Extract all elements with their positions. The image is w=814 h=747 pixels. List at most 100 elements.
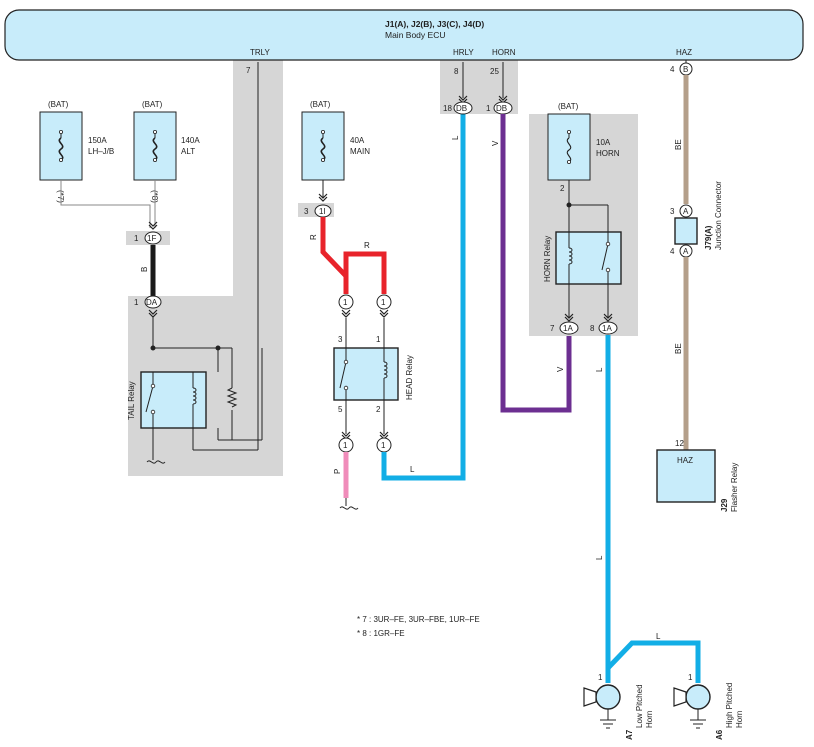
horn-high-code: A6 — [715, 729, 724, 740]
connector-db1-pin: 1 — [486, 104, 491, 113]
junction-conn-top: A — [683, 207, 689, 216]
fuse-main: (BAT) 40A MAIN — [301, 100, 370, 181]
fuse-horn-source: (BAT) — [558, 102, 579, 111]
note-8: * 8 : 1GR–FE — [357, 629, 405, 638]
horn-low: 1 A7 Low Pitched Horn — [583, 673, 654, 740]
tail-relay-wiring — [146, 62, 263, 464]
wire-label-l-hrly: L — [451, 135, 460, 140]
junction-pin3: 3 — [670, 207, 675, 216]
note-7: * 7 : 3UR–FE, 3UR–FBE, 1UR–FE — [357, 615, 480, 624]
fuse-main-name: MAIN — [350, 147, 370, 156]
fuse-horn-pin: 2 — [560, 184, 565, 193]
fuse-horn-name: HORN — [596, 149, 620, 158]
main-body-ecu: J1(A), J2(B), J3(C), J4(D) Main Body ECU… — [4, 9, 804, 61]
wire-label-l-head: L — [410, 465, 415, 474]
connector-db-18: 18 DB — [443, 101, 473, 115]
head-relay-connectors-bottom: 1 1 — [338, 431, 392, 453]
horn-pin-num: 25 — [490, 67, 499, 76]
fuse-alt: (BAT) 140A ALT (*8) — [133, 100, 200, 203]
connector-da-pin: 1 — [134, 298, 139, 307]
wire-label-l-horn: L — [595, 367, 604, 372]
tail-relay: TAIL Relay — [127, 348, 238, 429]
wire-label-v-horn: V — [491, 140, 500, 146]
horn-low-name1: Low Pitched — [635, 684, 644, 728]
wire-label-l-horn2: L — [595, 555, 604, 560]
fuse-alt-amps: 140A — [181, 136, 200, 145]
haz-connector-code: B — [683, 65, 688, 74]
haz-pin-num: 4 — [670, 65, 675, 74]
footnotes: * 7 : 3UR–FE, 3UR–FBE, 1UR–FE * 8 : 1GR–… — [357, 615, 480, 638]
fuse-lhjb-source: (BAT) — [48, 100, 69, 109]
connector-1f: 1 1F — [134, 231, 162, 245]
trly-pin-num: 7 — [246, 66, 251, 75]
horn-relay-label: HORN Relay — [543, 236, 552, 282]
junction-code: J79(A) — [704, 225, 713, 250]
fuse-alt-source: (BAT) — [142, 100, 163, 109]
junction-name: Junction Connector — [714, 181, 723, 250]
fuse-main-amps: 40A — [350, 136, 365, 145]
wire-label-be1: BE — [674, 139, 683, 150]
connector-1f-code: 1F — [147, 234, 156, 243]
connector-1a7-code: 1A — [563, 324, 573, 333]
flasher-code: J29 — [720, 498, 729, 512]
hrly-pin-num: 8 — [454, 67, 459, 76]
connector-1i-pin: 3 — [304, 207, 309, 216]
ecu-subtitle: Main Body ECU — [385, 30, 445, 40]
ecu-pin-haz: HAZ — [676, 48, 692, 57]
head-top-left-code: 1 — [343, 298, 348, 307]
connector-db18-code: DB — [456, 104, 467, 113]
head-relay-pin3: 3 — [338, 335, 343, 344]
connector-1a7-pin: 7 — [550, 324, 555, 333]
horn-high-name1: High Pitched — [725, 683, 734, 728]
connector-da-code: DA — [146, 298, 158, 307]
flasher-relay: 12 HAZ J29 Flasher Relay — [656, 439, 739, 512]
head-relay-pin2: 2 — [376, 405, 381, 414]
junction-connector: 3 A A 4 J79(A) Junction Connector — [670, 181, 723, 258]
flasher-pin: 12 — [675, 439, 684, 448]
horn-high: 1 A6 High Pitched Horn — [673, 673, 744, 740]
fuse-lhjb-name: LH–J/B — [88, 147, 114, 156]
connector-db-1: 1 DB — [486, 101, 513, 115]
junction-pin4: 4 — [670, 247, 675, 256]
fuse-lhjb-amps: 150A — [88, 136, 107, 145]
connector-db18-pin: 18 — [443, 104, 452, 113]
fuse-lhjb: (BAT) 150A LH–J/B (*7) — [39, 100, 114, 203]
horn-low-code: A7 — [625, 729, 634, 740]
wire-label-b: B — [140, 267, 149, 272]
connector-1a-8: 8 1A — [590, 321, 618, 335]
wire-label-p: P — [333, 469, 342, 474]
head-top-right-code: 1 — [381, 298, 386, 307]
connector-1a8-pin: 8 — [590, 324, 595, 333]
horn-high-pin: 1 — [688, 673, 693, 682]
fuse-horn: (BAT) 10A HORN 2 — [547, 102, 620, 193]
fuse-horn-amps: 10A — [596, 138, 611, 147]
head-bottom-right-code: 1 — [381, 441, 386, 450]
flasher-name: Flasher Relay — [730, 463, 739, 512]
head-relay: 3 1 5 2 HEAD Relay — [333, 335, 414, 414]
ecu-pin-hrly: HRLY — [453, 48, 474, 57]
connector-1i-code: 1I — [319, 207, 326, 216]
ecu-pin-horn: HORN — [492, 48, 516, 57]
ecu-title: J1(A), J2(B), J3(C), J4(D) — [385, 19, 484, 29]
haz-connector-b: B — [679, 62, 693, 76]
wire-label-r2: R — [364, 241, 370, 250]
connector-da: 1 DA — [134, 295, 162, 318]
connector-db1-code: DB — [496, 104, 507, 113]
connector-1a-7: 7 1A — [550, 321, 579, 335]
connector-1a8-code: 1A — [602, 324, 612, 333]
head-relay-pin1: 1 — [376, 335, 381, 344]
connector-1f-pin: 1 — [134, 234, 139, 243]
connector-1i: 3 1I — [304, 204, 332, 218]
wire-label-v-lower: V — [556, 366, 565, 372]
ecu-pin-trly: TRLY — [250, 48, 271, 57]
head-relay-label: HEAD Relay — [405, 355, 414, 400]
fuse-alt-name: ALT — [181, 147, 195, 156]
horn-high-name2: Horn — [735, 711, 744, 728]
wire-label-r1: R — [309, 234, 318, 240]
horn-relay: HORN Relay — [543, 231, 622, 285]
wire-label-l-horn3: L — [656, 632, 661, 641]
head-bottom-left-code: 1 — [343, 441, 348, 450]
horn-low-name2: Horn — [645, 711, 654, 728]
horn-relay-wiring — [566, 180, 609, 318]
